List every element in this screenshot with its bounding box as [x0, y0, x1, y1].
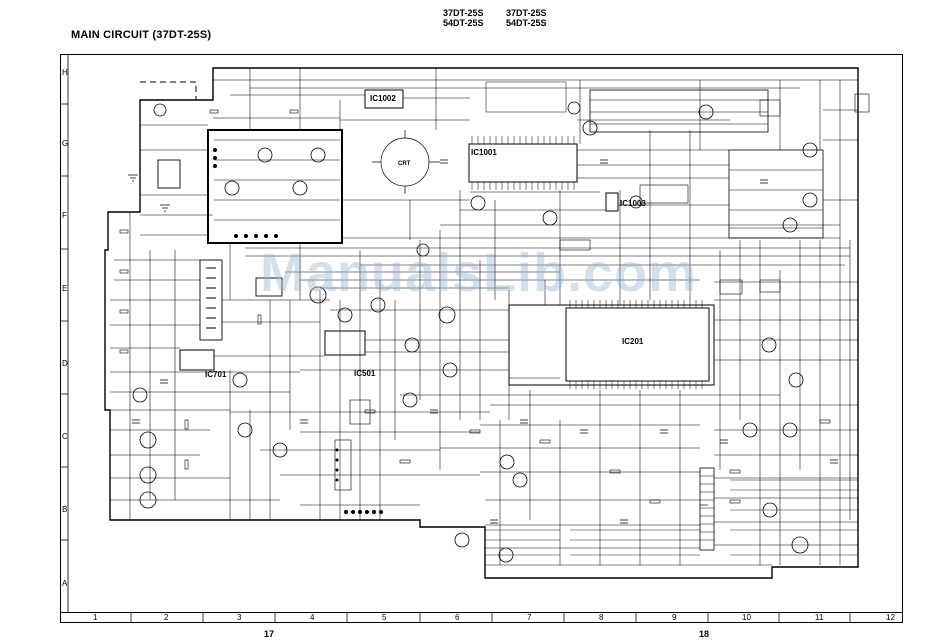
- transformers: [158, 160, 282, 340]
- ic201-label: IC201: [622, 337, 644, 346]
- bottom-component-area: [485, 480, 858, 555]
- deflection-block: [208, 130, 342, 243]
- video-ic-block: [509, 305, 714, 385]
- ic1002-label: IC1002: [370, 94, 396, 103]
- ic701-box: [180, 350, 214, 370]
- ic501-box: [325, 331, 365, 355]
- ic501-label: IC501: [354, 369, 376, 378]
- crt-label: CRT: [398, 161, 411, 167]
- capacitors: [128, 160, 838, 523]
- connector-strip: [700, 468, 714, 550]
- ruler-ticks: [60, 54, 850, 622]
- ic1003-box: [606, 193, 618, 211]
- ic701-label: IC701: [205, 370, 227, 379]
- ic1001-label: IC1001: [471, 148, 497, 157]
- ic1003-label: IC1003: [620, 199, 646, 208]
- upper-right-block: [590, 90, 768, 132]
